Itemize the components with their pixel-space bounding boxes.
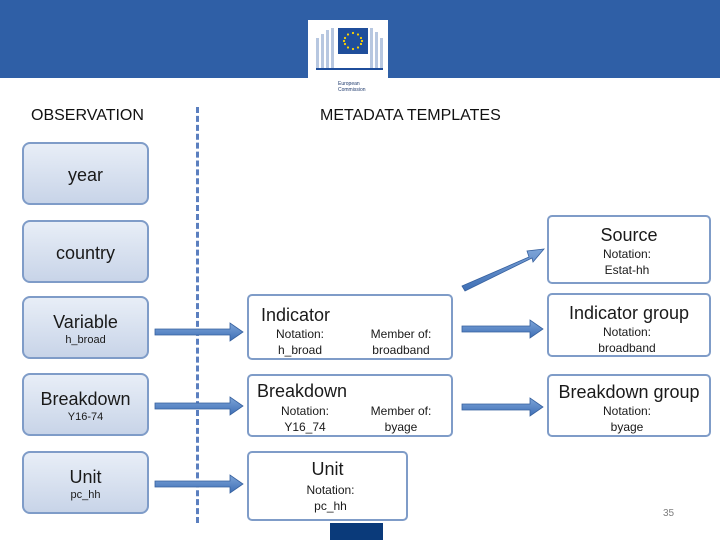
observation-heading: OBSERVATION [31, 107, 144, 124]
observation-title: country [55, 243, 116, 263]
template-title: Unit [311, 459, 344, 479]
metadata-templates-heading: METADATA TEMPLATES [320, 107, 501, 124]
template-title: Source [600, 225, 658, 245]
notation-label: Notation: [602, 325, 652, 339]
notation-value: byage [610, 420, 644, 434]
notation-label: Notation: [275, 327, 325, 341]
page-number: 35 [663, 508, 675, 519]
template-indicator: Indicator Notation: h_broad Member of: b… [247, 294, 453, 360]
observation-value: pc_hh [70, 489, 101, 501]
notation-label: Notation: [306, 483, 355, 497]
member-of-label: Member of: [370, 327, 432, 341]
observation-box-year: year [22, 142, 149, 205]
arrow-indicator-to-source [461, 248, 545, 292]
arrow-breakdown-to-breakdown [154, 396, 244, 416]
member-of-value: broadband [372, 343, 430, 357]
observation-value: Y16-74 [67, 411, 104, 423]
observation-box-breakdown: Breakdown Y16-74 [22, 373, 149, 436]
observation-box-country: country [22, 220, 149, 283]
observation-title: Unit [69, 467, 102, 487]
notation-value: Y16_74 [284, 420, 326, 434]
template-title: Breakdown [257, 381, 348, 401]
observation-value: h_broad [65, 334, 106, 346]
observation-title: Variable [53, 312, 118, 332]
notation-value: h_broad [277, 343, 323, 357]
notation-value: Estat-hh [604, 263, 650, 277]
template-title: Breakdown group [558, 382, 700, 402]
european-commission-logo: European Commission [308, 20, 388, 98]
observation-title: year [67, 165, 103, 185]
template-breakdown: Breakdown Notation: Y16_74 Member of: by… [247, 374, 453, 437]
observation-box-unit: Unit pc_hh [22, 451, 149, 514]
notation-value: pc_hh [314, 499, 347, 513]
notation-label: Notation: [602, 404, 652, 418]
footer-bar [330, 523, 383, 540]
arrow-indicator-to-indicator-group [461, 319, 544, 339]
arrow-breakdown-to-breakdown-group [461, 397, 544, 417]
arrow-variable-to-indicator [154, 322, 244, 342]
template-unit: Unit Notation: pc_hh [247, 451, 408, 521]
logo-line-2: Commission [338, 87, 366, 93]
logo-wordmark: European Commission [338, 81, 366, 93]
arrow-unit-to-unit [154, 474, 244, 494]
logo-line-1: European [338, 81, 360, 87]
commission-building-icon [316, 28, 383, 70]
member-of-value: byage [384, 420, 418, 434]
template-source: Source Notation: Estat-hh [547, 215, 711, 284]
observation-title: Breakdown [40, 389, 131, 409]
notation-value: broadband [598, 341, 656, 355]
member-of-label: Member of: [370, 404, 432, 418]
template-title: Indicator [261, 305, 331, 325]
dashed-divider [196, 107, 199, 523]
observation-box-variable: Variable h_broad [22, 296, 149, 359]
notation-label: Notation: [280, 404, 330, 418]
template-indicator-group: Indicator group Notation: broadband [547, 293, 711, 357]
template-title: Indicator group [568, 303, 690, 323]
notation-label: Notation: [602, 247, 652, 261]
template-breakdown-group: Breakdown group Notation: byage [547, 374, 711, 437]
